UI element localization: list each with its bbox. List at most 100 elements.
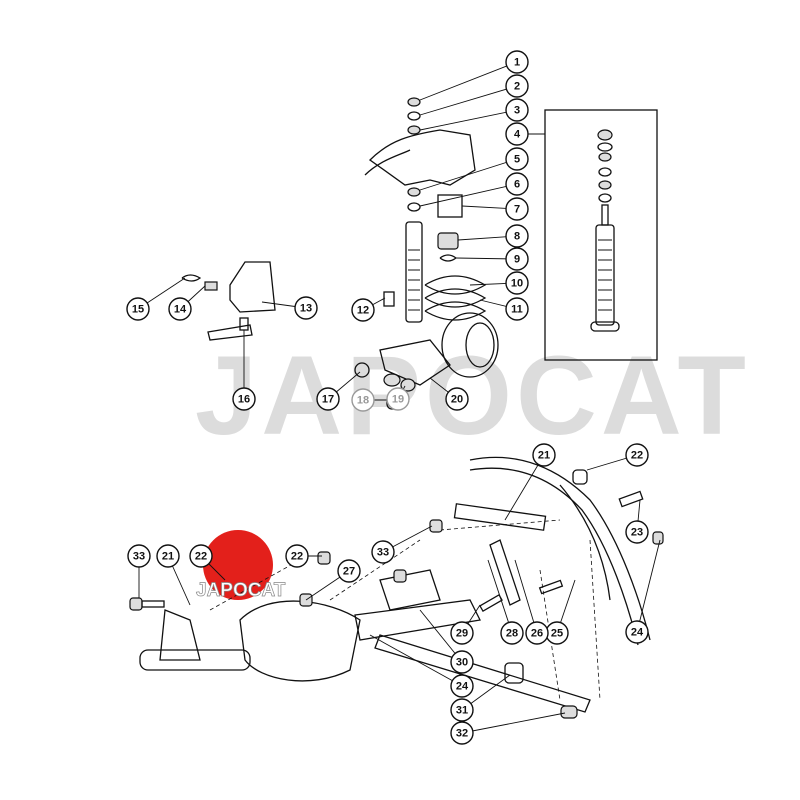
callout-circle: [505, 147, 529, 171]
callout-29: 29: [450, 621, 474, 645]
callout-number: 17: [322, 394, 334, 406]
callout-9: 9: [505, 247, 529, 271]
callout-18: 18: [351, 388, 375, 412]
callout-circle: [505, 197, 529, 221]
callout-21: 21: [156, 544, 180, 568]
callout-3: 3: [505, 98, 529, 122]
callout-26: 26: [525, 621, 549, 645]
callout-circle: [525, 621, 549, 645]
callout-number: 28: [506, 628, 518, 640]
callout-number: 31: [456, 705, 468, 717]
callout-14: 14: [168, 297, 192, 321]
callout-circle: [505, 271, 529, 295]
callout-number: 7: [514, 204, 520, 216]
callout-number: 22: [631, 450, 643, 462]
callout-16: 16: [232, 387, 256, 411]
callout-21: 21: [532, 443, 556, 467]
callout-number: 5: [514, 154, 520, 166]
leader-line: [461, 712, 566, 734]
callout-7: 7: [505, 197, 529, 221]
callout-number: 22: [195, 551, 207, 563]
callout-circle: [156, 544, 180, 568]
callout-15: 15: [126, 297, 150, 321]
callout-circle: [505, 172, 529, 196]
callout-number: 32: [456, 728, 468, 740]
callout-number: 8: [514, 231, 520, 243]
leader-line: [369, 634, 463, 687]
callout-circle: [316, 387, 340, 411]
callout-circle: [532, 443, 556, 467]
callout-number: 33: [133, 551, 145, 563]
callout-20: 20: [445, 387, 469, 411]
callout-27: 27: [337, 559, 361, 583]
leader-line: [419, 61, 518, 101]
callout-23: 23: [625, 520, 649, 544]
callout-circle: [625, 443, 649, 467]
callout-33: 33: [371, 540, 395, 564]
watermark: JAPOCAT: [195, 333, 750, 458]
callout-number: 1: [514, 57, 520, 69]
callout-number: 25: [551, 628, 563, 640]
callout-circle: [505, 122, 529, 146]
callout-number: 3: [514, 105, 520, 117]
callout-22: 22: [625, 443, 649, 467]
callout-number: 12: [357, 305, 369, 317]
callout-circle: [127, 544, 151, 568]
leader-line: [419, 85, 518, 116]
callout-circle: [450, 721, 474, 745]
callout-circle: [371, 540, 395, 564]
callout-circle: [505, 297, 529, 321]
rear-axle-assembly: [129, 456, 664, 719]
callout-number: 19: [392, 394, 404, 406]
callout-circle: [386, 387, 410, 411]
callout-10: 10: [505, 271, 529, 295]
bracket-assembly: [181, 261, 276, 341]
detail-box: [544, 109, 658, 361]
callout-number: 20: [451, 394, 463, 406]
leader-line: [487, 559, 513, 634]
callout-circle: [337, 559, 361, 583]
callout-number: 9: [514, 254, 520, 266]
leader-line: [419, 158, 518, 191]
callout-circle: [625, 620, 649, 644]
callout-number: 21: [538, 450, 550, 462]
callout-24: 24: [450, 674, 474, 698]
callout-number: 13: [300, 303, 312, 315]
leader-line: [419, 109, 518, 131]
callout-22: 22: [285, 544, 309, 568]
callout-number: 18: [357, 395, 369, 407]
callout-circle: [450, 698, 474, 722]
callout-31: 31: [450, 698, 474, 722]
callout-circle: [168, 297, 192, 321]
callout-number: 21: [162, 551, 174, 563]
callout-30: 30: [450, 650, 474, 674]
callout-6: 6: [505, 172, 529, 196]
callout-number: 30: [456, 657, 468, 669]
callout-number: 15: [132, 304, 144, 316]
callout-13: 13: [294, 296, 318, 320]
callout-12: 12: [351, 298, 375, 322]
callout-19: 19: [386, 387, 410, 411]
brand-logo-text: JAPOCAT: [196, 580, 286, 602]
callout-circle: [232, 387, 256, 411]
callout-number: 16: [238, 394, 250, 406]
callout-circle: [285, 544, 309, 568]
callout-17: 17: [316, 387, 340, 411]
leader-line: [504, 454, 545, 521]
callout-circle: [625, 520, 649, 544]
callout-circle: [450, 621, 474, 645]
callout-8: 8: [505, 224, 529, 248]
callout-number: 27: [343, 566, 355, 578]
leader-line: [419, 183, 518, 207]
callout-circle: [505, 50, 529, 74]
callout-number: 4: [514, 129, 521, 141]
callout-25: 25: [545, 621, 569, 645]
callout-28: 28: [500, 621, 524, 645]
callout-number: 14: [174, 304, 187, 316]
callout-circle: [450, 674, 474, 698]
callout-circle: [505, 247, 529, 271]
callout-circle: [500, 621, 524, 645]
